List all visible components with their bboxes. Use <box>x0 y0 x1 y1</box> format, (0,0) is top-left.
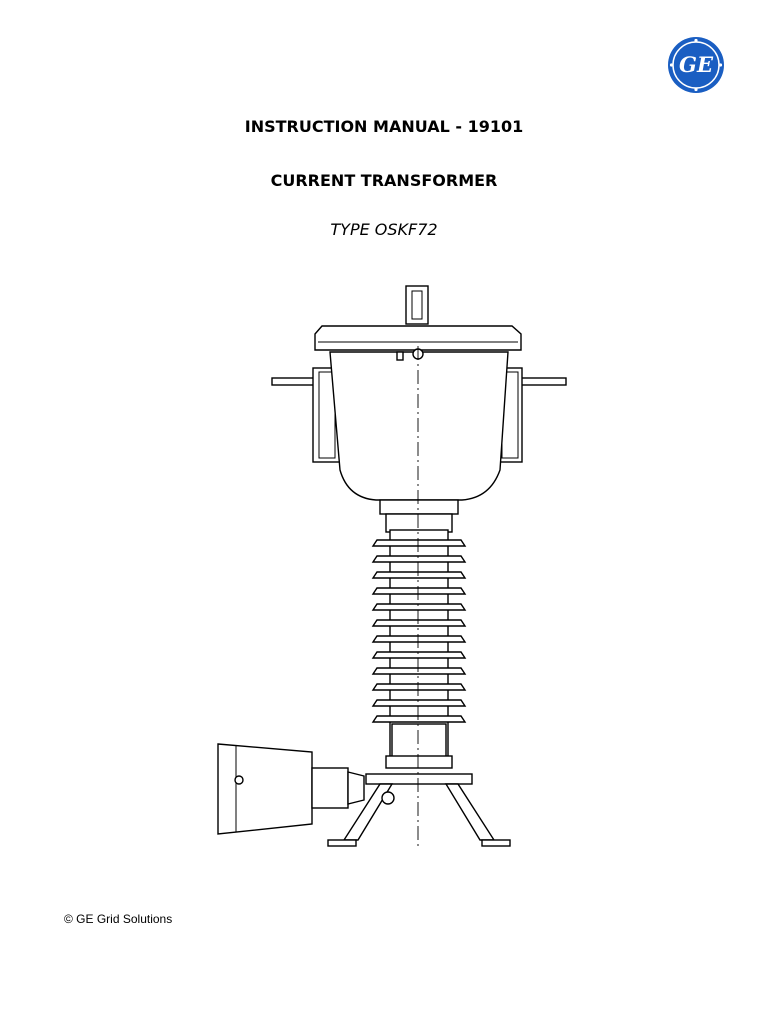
product-name: CURRENT TRANSFORMER <box>270 171 498 190</box>
neck <box>379 499 459 515</box>
ge-logo: GE <box>668 37 724 93</box>
svg-text:GE: GE <box>679 52 714 77</box>
tank-lid <box>314 325 522 351</box>
insulator-sheds <box>371 539 467 723</box>
transformer-drawing <box>217 285 567 847</box>
terminal-box <box>217 743 313 835</box>
top-terminal <box>405 285 429 325</box>
product-type: TYPE OSKF72 <box>330 220 438 239</box>
manual-title: INSTRUCTION MANUAL - 19101 <box>244 117 524 136</box>
copyright-footer: © GE Grid Solutions <box>64 912 173 926</box>
base-plate <box>365 773 473 785</box>
left-leg <box>342 783 394 841</box>
right-leg <box>444 783 496 841</box>
tank-body <box>329 351 509 501</box>
